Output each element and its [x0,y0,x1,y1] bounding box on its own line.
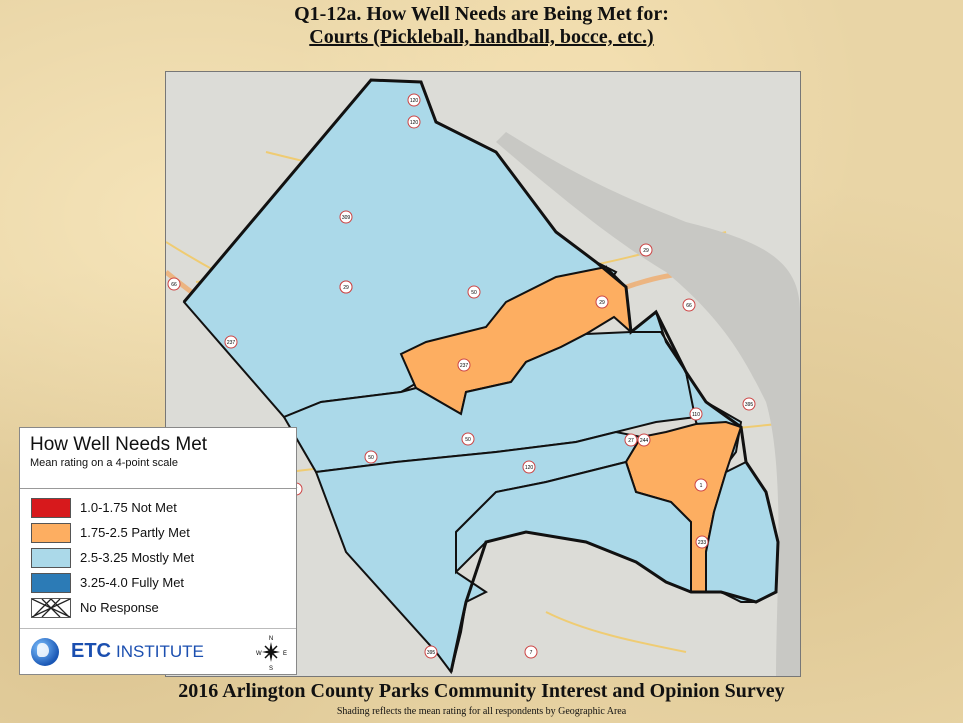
region-southwest [314,430,643,675]
route-shield-icon [524,645,538,659]
route-shield-icon [461,432,475,446]
legend-header: How Well Needs Met Mean rating on a 4-po… [20,428,296,489]
route-shield-label: 1 [700,483,703,489]
globe-logo-icon [31,637,59,666]
route-shield-label: 29 [343,285,349,291]
map-canvas: 120 120 309 29 29 66 66 50 50 237 237 27 244 1 120 110 5… [166,78,800,676]
brand-name: ETC [71,640,111,662]
route-shield-icon [682,298,696,312]
route-shield-label: 395 [745,402,754,408]
county-boundary [182,78,780,673]
compass-s: S [269,666,273,671]
legend-label: 1.0-1.75 Not Met [80,500,177,515]
legend-items: 1.0-1.75 Not Met 1.75-2.5 Partly Met 2.5-3… [20,489,296,618]
compass-e: E [283,651,287,657]
route-shield-label: 120 [525,465,534,471]
legend-swatch [31,522,71,543]
route-shield-icon [424,645,438,659]
route-shield-label: 120 [410,120,419,126]
route-shield-label: 237 [460,363,469,369]
route-shield-label: 66 [171,282,177,288]
route-shield-label: 120 [410,98,419,104]
survey-title: 2016 Arlington County Parks Community In… [178,680,785,702]
route-shield-icon [742,397,756,411]
compass-w: W [256,651,262,657]
route-shield-label: 244 [640,438,649,444]
route-shield-label: 395 [427,650,436,656]
route-shield-label: 29 [643,248,649,254]
legend-item: 1.0-1.75 Not Met [31,497,296,518]
map-title-line1: Q1-12a. How Well Needs are Being Met for… [294,3,669,25]
route-shield-icon [407,115,421,129]
route-shield-label: 50 [465,437,471,443]
survey-note: Shading reflects the mean rating for all… [336,706,627,717]
legend-label: 2.5-3.25 Mostly Met [80,550,195,565]
route-shield-label: 27 [628,438,634,444]
legend-swatch [31,547,71,568]
legend-item: 2.5-3.25 Mostly Met [31,547,296,568]
route-shield-icon [639,243,653,257]
legend-swatch [31,572,71,593]
route-shields: 120 120 309 29 29 66 66 50 50 237 237 27 244 1 120 110 5… [167,93,756,659]
route-shield-icon [595,295,609,309]
legend-branding: ETC INSTITUTE N S W E [20,628,296,674]
map-title-line2: Courts (Pickleball, handball, bocce, etc… [309,26,654,48]
route-shield-icon [467,285,481,299]
route-shield-icon [522,460,536,474]
compass-icon: N S W E [256,636,287,671]
route-shield-icon [695,535,709,549]
route-shield-icon [457,358,471,372]
brand-subname: INSTITUTE [116,641,204,661]
legend-label: 1.75-2.5 Partly Met [80,525,190,540]
map-panel: 120 120 309 29 29 66 66 50 50 237 237 27 244 1 120 110 5… [165,71,801,677]
route-shield-label: 110 [692,412,700,418]
route-shield-icon [339,280,353,294]
route-shield-label: 309 [342,215,351,221]
route-shield-label: 66 [686,303,692,309]
legend-subtitle: Mean rating on a 4-point scale [30,457,178,469]
route-shield-label: 50 [368,455,374,461]
route-shield-icon [364,450,378,464]
legend-label: 3.25-4.0 Fully Met [80,575,185,590]
route-shield-label: 7 [530,650,533,656]
legend-item: 3.25-4.0 Fully Met [31,572,296,593]
legend-panel: How Well Needs Met Mean rating on a 4-po… [19,427,297,675]
legend-label: No Response [80,600,159,615]
river [496,132,800,676]
route-shield-icon [224,335,238,349]
route-shield-icon [624,433,638,447]
route-shield-icon [637,433,651,447]
route-shield-icon [689,407,703,421]
legend-swatch [31,597,71,618]
route-shield-label: 29 [599,300,605,306]
legend-swatch [31,497,71,518]
route-shield-icon [407,93,421,107]
route-shield-label: 50 [471,290,477,296]
legend-item: 1.75-2.5 Partly Met [31,522,296,543]
route-shield-label: 233 [698,540,707,546]
legend-item: No Response [31,597,296,618]
legend-title: How Well Needs Met [30,434,208,455]
route-shield-icon [694,478,708,492]
route-shield-label: 237 [227,340,236,346]
route-shield-icon [167,277,181,291]
compass-n: N [269,636,273,642]
route-shield-icon [339,210,353,224]
